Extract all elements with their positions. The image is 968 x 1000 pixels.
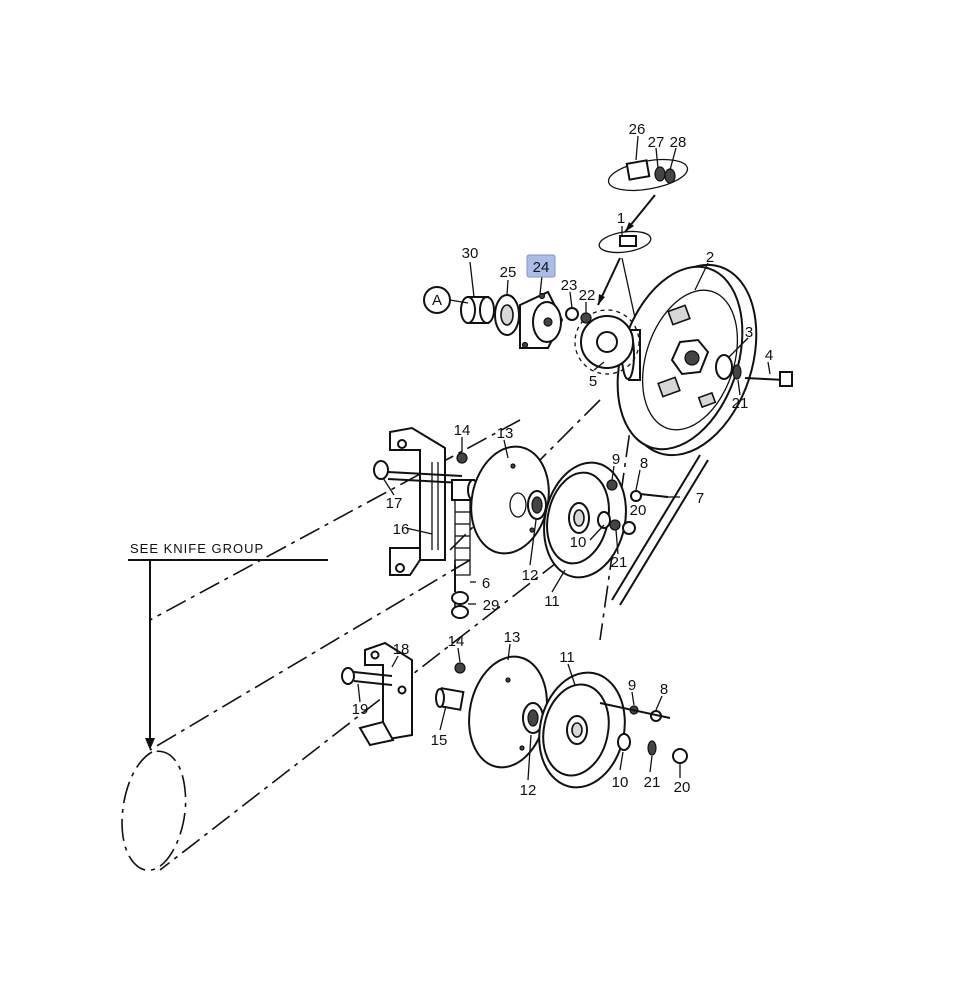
lower-idler-fasteners	[454, 662, 688, 764]
part-labels: 26 27 28 1 2 30 25 24 23 22 3 4 21 5 14 …	[352, 121, 774, 799]
washers-22-23	[565, 307, 592, 324]
part-label-8-lower: 8	[660, 681, 668, 698]
part-label-10-upper: 10	[570, 534, 587, 551]
pulley-fasteners	[715, 354, 793, 387]
part-label-28: 28	[670, 134, 687, 151]
part-label-15: 15	[431, 732, 448, 749]
bearing-stack	[460, 294, 520, 336]
top-key-assembly	[597, 158, 689, 319]
upper-idler-bearing-12	[527, 490, 547, 520]
leader-lines	[357, 135, 771, 781]
part-label-13-lower: 13	[504, 629, 521, 646]
part-label-10-lower: 10	[612, 774, 629, 791]
part-label-21-upper: 21	[611, 554, 628, 571]
part-label-11-upper: 11	[544, 593, 560, 610]
part-label-3: 3	[745, 324, 753, 341]
part-label-24[interactable]: 24	[533, 259, 550, 276]
part-label-20-upper: 20	[630, 502, 647, 519]
part-label-21-top: 21	[732, 395, 749, 412]
upper-idler-bolt-17	[373, 460, 463, 484]
sprocket	[574, 309, 640, 375]
part-label-21-lower: 21	[644, 774, 661, 791]
part-label-7: 7	[696, 490, 704, 507]
part-label-6: 6	[482, 575, 490, 592]
part-label-14-lower: 14	[448, 633, 465, 650]
part-label-12-upper: 12	[522, 567, 539, 584]
part-label-29: 29	[483, 597, 500, 614]
lower-idler-bolt-19	[341, 667, 393, 686]
part-label-20-lower: 20	[674, 779, 691, 796]
part-label-14-upper: 14	[454, 422, 471, 439]
part-label-12-lower: 12	[520, 782, 537, 799]
part-label-27: 27	[648, 134, 665, 151]
part-label-8-upper: 8	[640, 455, 648, 472]
lower-idler-spacer-15	[435, 687, 465, 711]
knife-group-reference: SEE KNIFE GROUP	[121, 541, 328, 871]
bearing-housing	[519, 290, 564, 349]
part-label-23: 23	[561, 277, 578, 294]
part-label-18: 18	[393, 641, 410, 658]
part-label-19: 19	[352, 701, 369, 718]
highlight-box-24	[526, 254, 556, 278]
part-label-16: 16	[393, 521, 410, 538]
reference-circle-label: A	[432, 292, 442, 309]
part-label-13-upper: 13	[497, 425, 514, 442]
lower-idler-bracket-18	[358, 641, 413, 747]
adjuster-nuts-29	[451, 565, 469, 619]
part-label-9-upper: 9	[612, 451, 620, 468]
part-label-2: 2	[706, 249, 714, 266]
reference-circle-a: A	[423, 286, 469, 314]
upper-idler-bracket	[389, 426, 471, 576]
part-label-4: 4	[765, 347, 773, 364]
part-label-22: 22	[579, 287, 596, 304]
part-label-5: 5	[589, 373, 597, 390]
part-label-26: 26	[629, 121, 646, 138]
lower-idler-bearing-12	[522, 702, 544, 734]
drive-belt	[611, 454, 709, 606]
part-label-11-lower: 11	[559, 649, 575, 666]
see-knife-group-note: SEE KNIFE GROUP	[130, 541, 264, 556]
part-label-25: 25	[500, 264, 517, 281]
part-label-1: 1	[617, 210, 625, 227]
part-label-30: 30	[462, 245, 479, 262]
part-label-17: 17	[386, 495, 403, 512]
part-label-9-lower: 9	[628, 677, 636, 694]
